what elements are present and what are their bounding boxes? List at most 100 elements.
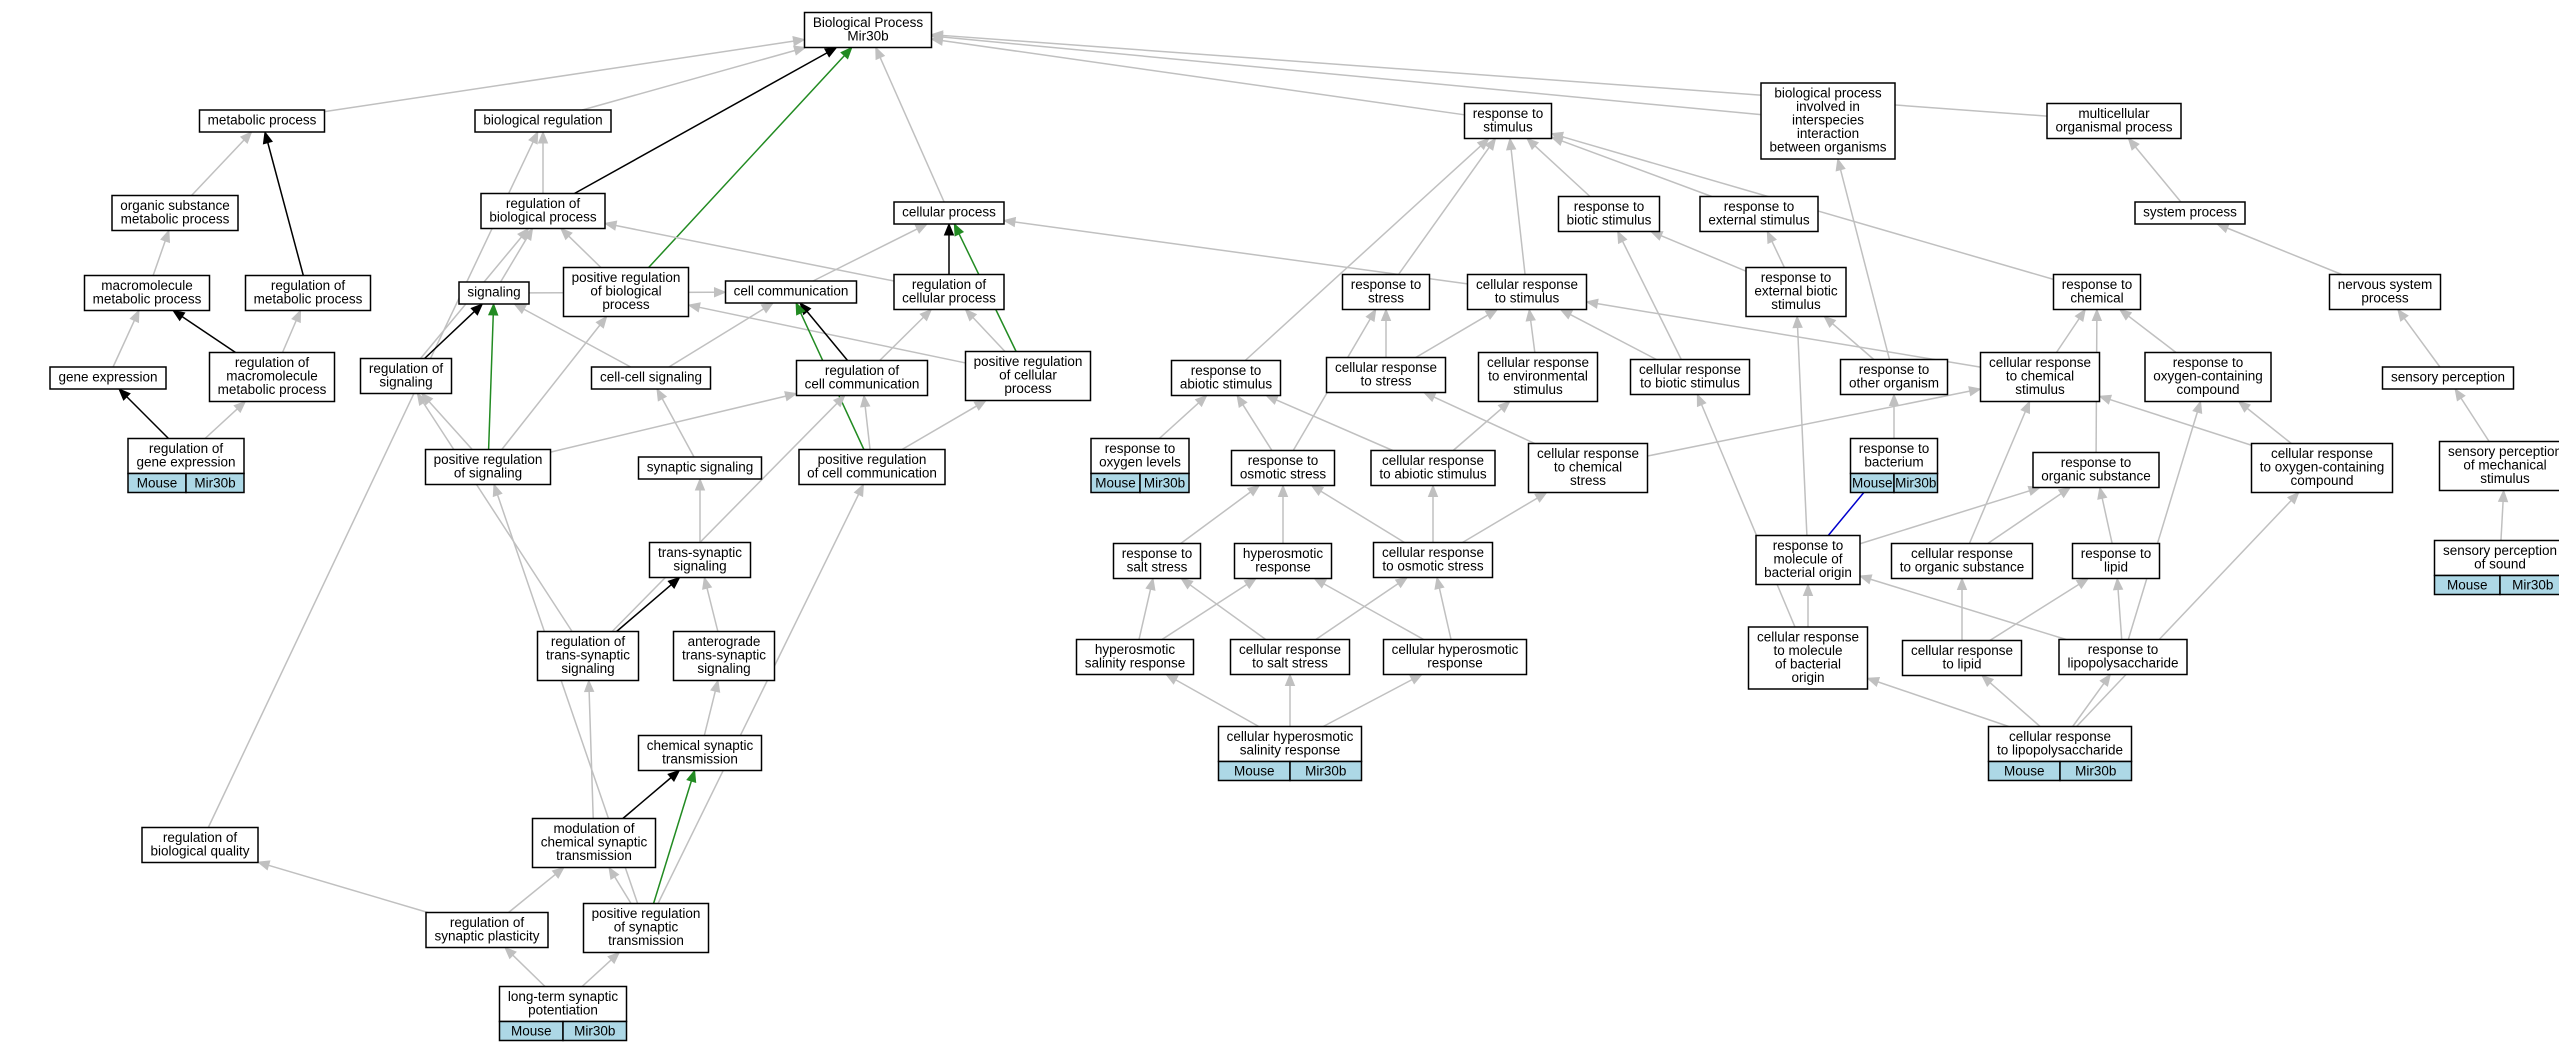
node-label-line: cellular response xyxy=(1382,453,1484,468)
node-label-line: to osmotic stress xyxy=(1382,559,1484,574)
annotation-species-cell: Mouse xyxy=(1849,472,1895,494)
edge-arrowhead xyxy=(1802,583,1814,596)
node-label-line: organic substance xyxy=(2041,469,2151,484)
node-system-process[interactable]: system process xyxy=(2134,201,2246,225)
node-synaptic-signaling[interactable]: synaptic signaling xyxy=(637,456,763,480)
node-label-line: nervous system xyxy=(2338,277,2433,292)
node-metabolic-process[interactable]: metabolic process xyxy=(198,109,326,133)
node-label-line: signaling xyxy=(561,661,614,676)
node-label-line: positive regulation xyxy=(818,452,927,467)
node-signaling[interactable]: signaling xyxy=(458,281,530,305)
node-biological-regulation[interactable]: biological regulation xyxy=(474,109,612,133)
edge-is-a xyxy=(501,315,608,450)
edge-arrowhead xyxy=(603,220,618,231)
edge-is-a xyxy=(2098,394,2252,446)
node-gene-expression[interactable]: gene expression xyxy=(49,366,167,390)
node-cell-communication[interactable]: cell communication xyxy=(724,280,858,304)
node-label-line: cellular response xyxy=(1335,360,1437,375)
node-box xyxy=(1341,273,1431,311)
edge-arrowhead xyxy=(713,287,727,298)
edge-is-a xyxy=(583,679,595,819)
edge-arrowhead xyxy=(1585,298,1599,309)
node-cell-cell-signaling[interactable]: cell-cell signaling xyxy=(590,366,712,390)
node-label-line: process xyxy=(1004,381,1052,396)
node-label-line: response to xyxy=(1859,362,1930,377)
edge-is-a xyxy=(207,130,539,828)
edge-is-a xyxy=(2237,400,2292,445)
edge-is-a xyxy=(2118,308,2177,354)
node-sensory-perception[interactable]: sensory perception xyxy=(2381,366,2515,390)
node-label-line: response to xyxy=(1761,270,1832,285)
edge-regulates xyxy=(262,130,305,276)
edge-arrowhead xyxy=(470,303,484,316)
edge-is-a xyxy=(930,35,1465,116)
node-cellular-process[interactable]: cellular process xyxy=(893,201,1005,225)
node-label-line: regulation of xyxy=(369,361,444,376)
node-box xyxy=(590,366,712,390)
